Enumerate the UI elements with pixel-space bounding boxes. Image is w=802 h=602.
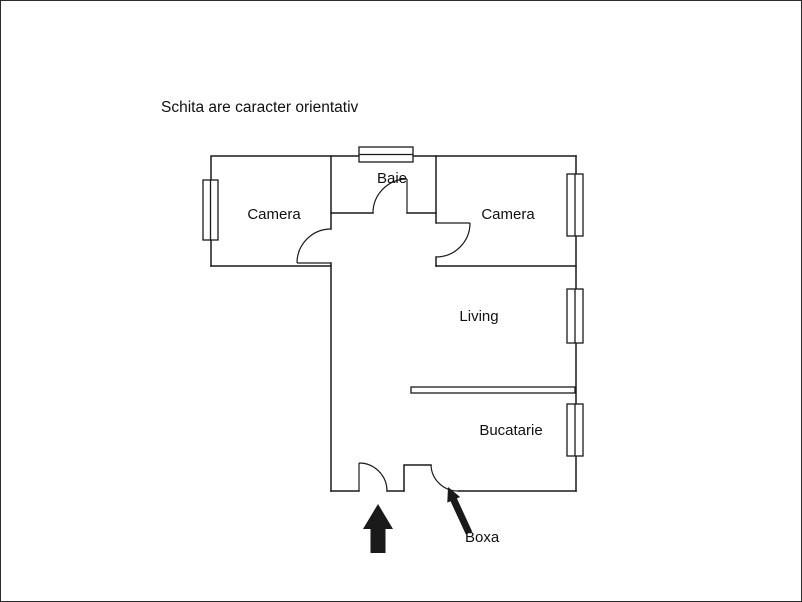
entrance-arrow bbox=[363, 504, 393, 553]
room-label-living: Living bbox=[459, 308, 498, 325]
door-arc-camera-right bbox=[435, 222, 471, 258]
room-label-camera-left: Camera bbox=[247, 206, 301, 223]
room-label-camera-right: Camera bbox=[481, 206, 535, 223]
boxa-arrow bbox=[447, 487, 473, 535]
room-label-bucatarie: Bucatarie bbox=[479, 422, 542, 439]
doors bbox=[296, 178, 471, 492]
door-arc-baie bbox=[372, 178, 408, 214]
labels: Schita are caracter orientativ Camera Ba… bbox=[161, 99, 543, 546]
annotation-label-boxa: Boxa bbox=[465, 529, 500, 546]
boxa-closet-walls bbox=[403, 464, 432, 492]
door-arc-camera-left bbox=[296, 228, 332, 264]
arrows bbox=[363, 487, 473, 553]
counter-divider bbox=[410, 386, 576, 394]
door-arc-boxa bbox=[430, 464, 460, 492]
disclaimer-note: Schita are caracter orientativ bbox=[161, 99, 359, 116]
room-label-baie: Baie bbox=[377, 170, 407, 187]
counter-divider-rect bbox=[410, 386, 576, 394]
windows bbox=[202, 146, 584, 457]
door-arc-entrance bbox=[358, 462, 388, 492]
